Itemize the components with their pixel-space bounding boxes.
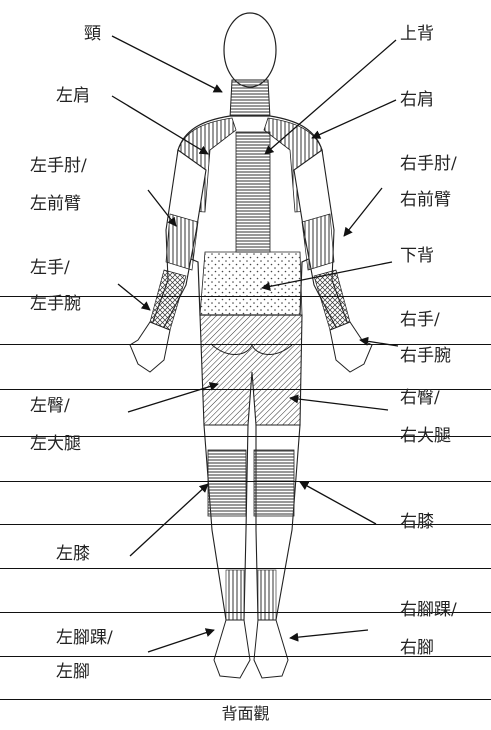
arrow-left-shoulder	[112, 96, 208, 154]
right-hand	[330, 322, 372, 372]
arrow-left-ankle	[148, 630, 214, 652]
label-right-hand-2: 右手腕	[400, 348, 451, 365]
label-left-hand-2: 左手腕	[30, 296, 81, 313]
left-wrist-region	[150, 270, 186, 330]
label-right-ankle-2: 右腳	[400, 640, 434, 657]
label-left-shoulder: 左肩	[56, 88, 90, 105]
label-left-knee: 左膝	[56, 546, 90, 563]
right-foot	[254, 620, 288, 678]
label-right-hip-1: 右臀/	[400, 390, 440, 407]
right-wrist-region	[314, 270, 350, 330]
arrow-right-shoulder	[312, 100, 396, 138]
left-forearm-region	[166, 214, 198, 270]
arrow-right-elbow	[344, 188, 382, 236]
arrow-right-ankle	[290, 630, 368, 638]
label-left-hand-1: 左手/	[30, 260, 70, 277]
label-left-ankle-1: 左腳踝/	[56, 630, 113, 647]
label-right-elbow-2: 右前臂	[400, 192, 451, 209]
label-right-hand-1: 右手/	[400, 312, 440, 329]
label-upper-back: 上背	[400, 26, 434, 43]
right-knee-region	[254, 450, 294, 516]
left-foot	[214, 620, 250, 678]
label-left-hip-2: 左大腿	[30, 436, 81, 453]
arrow-right-hip	[290, 398, 388, 410]
head	[224, 13, 276, 87]
arrow-left-hand	[118, 284, 150, 310]
label-right-shoulder: 右肩	[400, 92, 434, 109]
label-neck: 頸	[84, 26, 101, 43]
right-forearm-region	[302, 214, 334, 270]
hips-thighs-region	[200, 315, 302, 425]
figure-caption: 背面觀	[0, 700, 491, 724]
label-left-hip-1: 左臀/	[30, 398, 70, 415]
label-left-ankle-2: 左腳	[56, 664, 90, 681]
arrow-right-knee	[300, 482, 376, 524]
upper-back-region	[236, 132, 270, 252]
left-hand	[130, 322, 170, 372]
label-left-elbow-2: 左前臂	[30, 196, 81, 213]
scan-rule	[0, 344, 491, 345]
label-lower-back: 下背	[400, 248, 434, 265]
label-right-elbow-1: 右手肘/	[400, 156, 457, 173]
scan-rule	[0, 568, 491, 569]
neck-region	[230, 80, 270, 118]
arrow-left-knee	[130, 484, 208, 556]
arrow-neck	[112, 36, 222, 92]
scan-rule	[0, 481, 491, 482]
label-right-knee: 右膝	[400, 514, 434, 531]
left-knee-region	[208, 450, 246, 516]
arrow-upper-back	[265, 40, 396, 154]
label-right-ankle-1: 右腳踝/	[400, 602, 457, 619]
label-right-hip-2: 右大腿	[400, 428, 451, 445]
label-left-elbow-1: 左手肘/	[30, 158, 87, 175]
